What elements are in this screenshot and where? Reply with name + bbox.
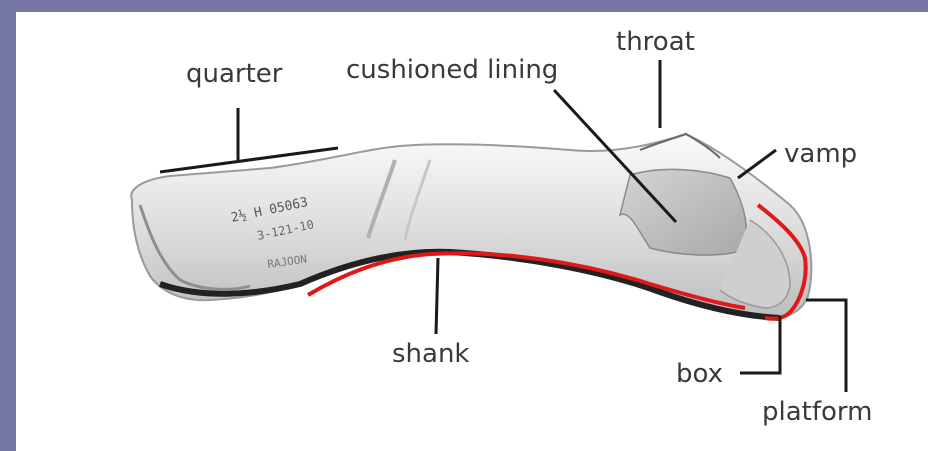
quarter-label: quarter (186, 59, 283, 89)
cushioned-lining-label: cushioned lining (346, 55, 558, 85)
shank-label: shank (392, 339, 470, 369)
throat-label: throat (616, 27, 695, 57)
vamp-leader (738, 150, 776, 178)
platform-leader (806, 300, 846, 392)
box-leader (740, 316, 780, 373)
shank-leader (436, 258, 438, 334)
box-label: box (676, 359, 723, 389)
platform-label: platform (762, 397, 872, 427)
vamp-label: vamp (784, 139, 857, 169)
